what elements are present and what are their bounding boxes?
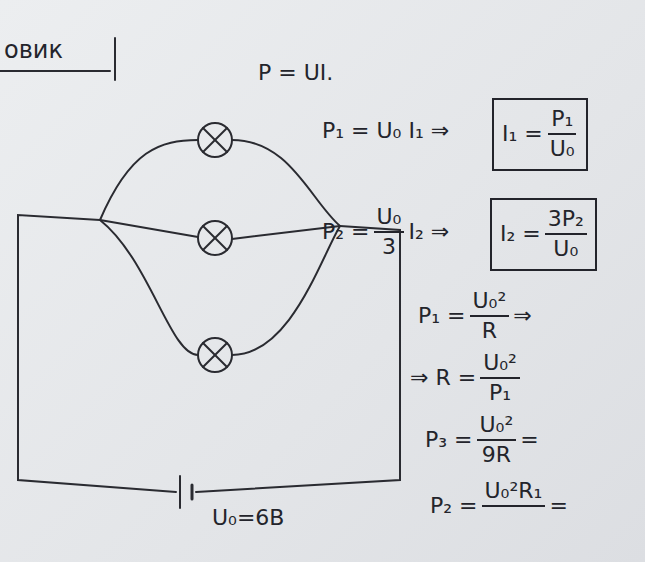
fraction-numerator: U₀² [480, 350, 520, 379]
fraction-denominator: 9R [479, 441, 514, 468]
formula: P = UI. [258, 60, 333, 86]
battery-plate [179, 476, 181, 508]
fraction-denominator: P₁ [486, 379, 514, 406]
formula: P₁ = U₀ I₁ ⇒ [322, 118, 449, 144]
fraction: U₀²R [470, 288, 510, 345]
fraction-denominator: U₀ [550, 235, 581, 262]
wire [18, 215, 176, 492]
formula-text: I₂ ⇒ [408, 219, 449, 245]
lamp-symbol [198, 221, 232, 255]
formula-text: U₀=6B [212, 505, 284, 531]
voltage-label: U₀=6B [212, 505, 284, 531]
wire [232, 140, 340, 226]
formula-text: = [520, 427, 538, 453]
fraction-denominator: R [479, 317, 500, 344]
fraction-numerator: U₀ [374, 204, 405, 233]
fraction-denominator: U₀ [547, 135, 578, 162]
lamp-symbol [198, 123, 232, 157]
fraction-numerator: U₀² [477, 412, 517, 441]
wire [196, 226, 400, 492]
formula: P₂ =U₀²R₁= [430, 478, 568, 535]
formula-text: P₁ = [418, 303, 466, 329]
boxed-result: I₂ =3P₂U₀ [490, 198, 597, 271]
fraction: 3P₂U₀ [545, 206, 587, 263]
formula-text: ⇒ [513, 303, 531, 329]
formula-text: = [549, 493, 567, 519]
fraction: U₀²9R [477, 412, 517, 469]
formula-text: P₁ = U₀ I₁ ⇒ [322, 118, 449, 144]
fraction: P₁U₀ [547, 106, 578, 163]
fraction-numerator: 3P₂ [545, 206, 587, 235]
lamp-symbol [198, 338, 232, 372]
fraction: U₀²R₁ [482, 478, 546, 535]
formula-text: P₃ = [425, 427, 473, 453]
fraction: U₀3 [374, 204, 405, 261]
heading-underline [0, 70, 110, 72]
formula: ⇒ R =U₀²P₁ [410, 350, 520, 407]
boxed-formula-text: I₁ = [502, 121, 543, 147]
wire [100, 220, 198, 355]
boxed-formula-text: I₂ = [500, 221, 541, 247]
wire [100, 140, 198, 220]
formula: P₁ =U₀²R⇒ [418, 288, 532, 345]
formula-text: P = UI. [258, 60, 333, 86]
battery-plate [191, 485, 194, 499]
formula: P₂ =U₀3I₂ ⇒ [322, 204, 449, 261]
fraction: U₀²P₁ [480, 350, 520, 407]
formula-text: P₂ = [322, 219, 370, 245]
formula: P₃ =U₀²9R= [425, 412, 539, 469]
formula-text: овик [4, 36, 63, 65]
formula-text: P₂ = [430, 493, 478, 519]
fraction-numerator: U₀²R₁ [482, 478, 546, 507]
fraction-numerator: P₁ [548, 106, 576, 135]
page-heading: овик [4, 36, 63, 65]
wire [232, 226, 340, 355]
formula-text: ⇒ R = [410, 365, 476, 391]
fraction-denominator: 3 [379, 233, 399, 260]
fraction-numerator: U₀² [470, 288, 510, 317]
fraction-gap [510, 507, 516, 534]
frame-line [114, 38, 116, 80]
boxed-result: I₁ =P₁U₀ [492, 98, 588, 171]
